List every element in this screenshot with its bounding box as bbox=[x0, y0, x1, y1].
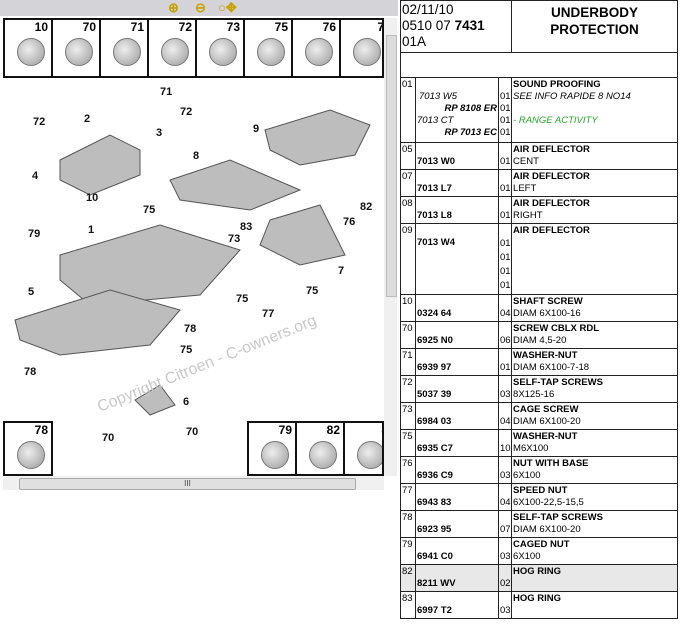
part-thumbnail[interactable]: 71 bbox=[101, 20, 149, 76]
callout-label[interactable]: 78 bbox=[24, 366, 37, 378]
part-thumbnail[interactable]: 75 bbox=[245, 20, 293, 76]
exploded-diagram bbox=[14, 109, 371, 416]
callout-label[interactable]: 75 bbox=[306, 285, 319, 297]
part-image bbox=[65, 38, 93, 66]
callout-label[interactable]: 9 bbox=[253, 123, 260, 135]
callout-label[interactable]: 6 bbox=[183, 396, 190, 408]
part-2-shape bbox=[59, 134, 141, 196]
part-thumbnail[interactable]: 76 bbox=[293, 20, 341, 76]
zoom-in-icon[interactable]: ⊕ bbox=[168, 0, 179, 15]
variant: 01A bbox=[402, 34, 427, 49]
vertical-scroll-thumb[interactable] bbox=[386, 35, 397, 297]
part-image bbox=[17, 38, 45, 66]
part-8-shape bbox=[169, 159, 302, 211]
callout-label[interactable]: 71 bbox=[160, 86, 173, 98]
part-7-shape bbox=[259, 204, 346, 266]
zoom-out-icon[interactable]: ⊖ bbox=[195, 0, 206, 15]
callout-label[interactable]: 70 bbox=[186, 426, 199, 438]
callout-label[interactable]: 2 bbox=[84, 113, 91, 125]
pan-zoom-icon[interactable]: ○✥ bbox=[218, 0, 237, 15]
part-6-shape bbox=[134, 384, 176, 416]
part-thumbnail[interactable]: 72 bbox=[149, 20, 197, 76]
part-image bbox=[309, 441, 337, 469]
part-1-shape bbox=[59, 224, 241, 306]
part-image bbox=[261, 441, 289, 469]
part-image bbox=[209, 38, 237, 66]
callout-label[interactable]: 5 bbox=[28, 286, 35, 298]
part-thumbnail[interactable]: 10 bbox=[5, 20, 53, 76]
callout-label[interactable]: 7 bbox=[338, 265, 345, 277]
part-image bbox=[353, 38, 381, 66]
part-image bbox=[357, 441, 382, 469]
part-thumbnail[interactable]: 70 bbox=[53, 20, 101, 76]
callout-label[interactable]: 10 bbox=[86, 192, 99, 204]
callout-label[interactable]: 75 bbox=[180, 344, 193, 356]
part-image bbox=[257, 38, 285, 66]
callout-label[interactable]: 82 bbox=[360, 201, 373, 213]
part-thumbnail[interactable]: 7 bbox=[341, 20, 382, 76]
callout-label[interactable]: 83 bbox=[240, 221, 253, 233]
callout-label[interactable]: 75 bbox=[143, 204, 156, 216]
callout-label[interactable]: 78 bbox=[184, 323, 197, 335]
horizontal-scroll-thumb[interactable]: III bbox=[19, 478, 356, 490]
callout-label[interactable]: 72 bbox=[180, 106, 193, 118]
callout-label[interactable]: 77 bbox=[262, 308, 275, 320]
part-9-shape bbox=[264, 109, 371, 166]
part-thumbnail[interactable]: 78 bbox=[5, 423, 51, 474]
date: 02/11/10 bbox=[402, 2, 454, 17]
bottom-thumbnail-left: 78 bbox=[3, 421, 53, 476]
part-image bbox=[305, 38, 333, 66]
part-image bbox=[161, 38, 189, 66]
callout-label[interactable]: 3 bbox=[156, 127, 163, 139]
callout-label[interactable]: 75 bbox=[236, 293, 249, 305]
empty-row bbox=[400, 52, 678, 78]
part-image bbox=[113, 38, 141, 66]
part-thumbnail[interactable]: 8 bbox=[345, 423, 382, 474]
part-thumbnail[interactable]: 82 bbox=[297, 423, 345, 474]
callout-label[interactable]: 79 bbox=[28, 228, 41, 240]
callout-label[interactable]: 8 bbox=[193, 150, 200, 162]
bottom-thumbnail-right: 79828 bbox=[247, 421, 384, 476]
part-thumbnail[interactable]: 73 bbox=[197, 20, 245, 76]
callout-label[interactable]: 76 bbox=[343, 216, 356, 228]
part-thumbnail[interactable]: 79 bbox=[249, 423, 297, 474]
callout-label[interactable]: 4 bbox=[32, 170, 39, 182]
part-5-shape bbox=[14, 289, 181, 356]
part-image bbox=[17, 441, 45, 469]
callout-label[interactable]: 1 bbox=[88, 224, 95, 236]
zoom-toolbar: ⊕ ⊖ ○✥ bbox=[0, 0, 398, 16]
callout-label[interactable]: 70 bbox=[102, 432, 115, 444]
callout-label[interactable]: 73 bbox=[228, 233, 241, 245]
catalog-code: 0510 07 7431 bbox=[402, 18, 485, 33]
callout-label[interactable]: 72 bbox=[33, 116, 46, 128]
range-activity-note: - RANGE ACTIVITY bbox=[513, 115, 598, 126]
